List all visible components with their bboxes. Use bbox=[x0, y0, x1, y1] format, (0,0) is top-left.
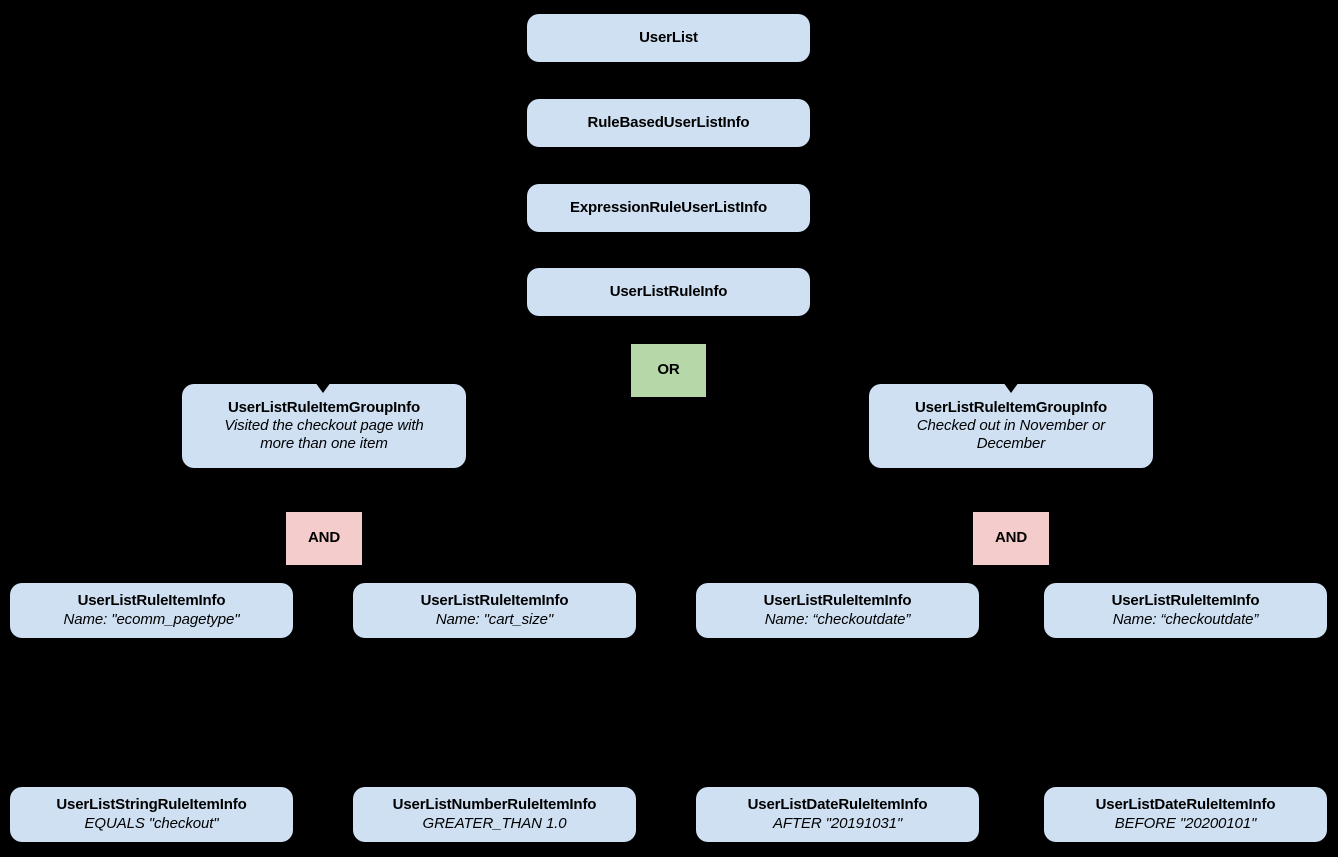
node-rule-based-user-list-info-title: RuleBasedUserListInfo bbox=[587, 113, 750, 131]
node-rule-item-2-sub: Name: "cart_size" bbox=[435, 610, 554, 628]
node-leaf-date-rule-after-title: UserListDateRuleItemInfo bbox=[747, 796, 928, 814]
edge-expression-to-userlistruleinfo bbox=[667, 232, 670, 276]
node-rule-item-3-sub: Name: “checkoutdate” bbox=[764, 610, 911, 628]
node-or-operator-label: OR bbox=[657, 361, 680, 379]
node-user-list-rule-info-title: UserListRuleInfo bbox=[609, 282, 728, 300]
node-leaf-string-rule-title: UserListStringRuleItemInfo bbox=[56, 796, 247, 814]
node-leaf-string-rule-sub: EQUALS "checkout" bbox=[84, 814, 219, 832]
edge-andleft-to-item1 bbox=[150, 564, 153, 583]
edge-item4-to-leaf4 bbox=[1184, 638, 1187, 787]
node-rule-based-user-list-info[interactable]: RuleBasedUserListInfo bbox=[527, 99, 810, 147]
edge-userlist-to-rulebased bbox=[667, 62, 670, 107]
edge-item3-to-leaf3 bbox=[837, 638, 840, 787]
node-group-left-title: UserListRuleItemGroupInfo bbox=[227, 398, 421, 416]
node-user-list-rule-info[interactable]: UserListRuleInfo bbox=[527, 268, 810, 316]
node-expression-rule-user-list-info[interactable]: ExpressionRuleUserListInfo bbox=[527, 184, 810, 232]
node-rule-item-1[interactable]: UserListRuleItemInfo Name: "ecomm_pagety… bbox=[10, 583, 293, 638]
node-and-left[interactable]: AND bbox=[286, 512, 362, 565]
edge-groupleft-to-and bbox=[322, 468, 325, 513]
edge-rulebased-to-expression bbox=[667, 147, 670, 192]
node-leaf-date-rule-before[interactable]: UserListDateRuleItemInfo BEFORE "2020010… bbox=[1044, 787, 1327, 842]
edge-userlistruleinfo-to-or bbox=[667, 316, 670, 345]
node-group-right-sub-line1: Checked out in November or bbox=[916, 416, 1106, 434]
edge-andright-to-item3 bbox=[837, 564, 840, 583]
node-rule-item-4-sub: Name: “checkoutdate” bbox=[1112, 610, 1259, 628]
node-user-list-title: UserList bbox=[639, 28, 698, 46]
node-rule-item-3[interactable]: UserListRuleItemInfo Name: “checkoutdate… bbox=[696, 583, 979, 638]
node-leaf-date-rule-after[interactable]: UserListDateRuleItemInfo AFTER "20191031… bbox=[696, 787, 979, 842]
node-or-operator[interactable]: OR bbox=[631, 344, 706, 397]
node-rule-item-2-title: UserListRuleItemInfo bbox=[420, 592, 569, 610]
node-rule-item-4[interactable]: UserListRuleItemInfo Name: “checkoutdate… bbox=[1044, 583, 1327, 638]
node-rule-item-4-title: UserListRuleItemInfo bbox=[1111, 592, 1260, 610]
node-leaf-date-rule-before-sub: BEFORE "20200101" bbox=[1114, 814, 1257, 832]
node-leaf-number-rule-sub: GREATER_THAN 1.0 bbox=[422, 814, 567, 832]
node-leaf-date-rule-after-sub: AFTER "20191031" bbox=[772, 814, 903, 832]
node-group-left[interactable]: UserListRuleItemGroupInfo Visited the ch… bbox=[182, 384, 466, 468]
node-and-right[interactable]: AND bbox=[973, 512, 1049, 565]
edge-andright-to-item4 bbox=[1184, 564, 1187, 583]
node-rule-item-1-title: UserListRuleItemInfo bbox=[77, 592, 226, 610]
edge-groupright-to-and bbox=[1010, 468, 1013, 513]
node-group-right[interactable]: UserListRuleItemGroupInfo Checked out in… bbox=[869, 384, 1153, 468]
node-expression-rule-user-list-info-title: ExpressionRuleUserListInfo bbox=[570, 198, 767, 216]
node-rule-item-2[interactable]: UserListRuleItemInfo Name: "cart_size" bbox=[353, 583, 636, 638]
edge-item2-to-leaf2 bbox=[494, 638, 497, 787]
node-group-left-sub-line2: more than one item bbox=[260, 435, 388, 453]
node-leaf-date-rule-before-title: UserListDateRuleItemInfo bbox=[1095, 796, 1276, 814]
node-rule-item-1-sub: Name: "ecomm_pagetype" bbox=[63, 610, 240, 628]
arrowhead-groupright bbox=[1003, 382, 1019, 393]
node-leaf-number-rule-title: UserListNumberRuleItemInfo bbox=[392, 796, 597, 814]
node-and-left-label: AND bbox=[307, 529, 341, 547]
node-leaf-number-rule[interactable]: UserListNumberRuleItemInfo GREATER_THAN … bbox=[353, 787, 636, 842]
node-group-right-sub-line2: December bbox=[976, 435, 1046, 453]
node-rule-item-3-title: UserListRuleItemInfo bbox=[763, 592, 912, 610]
arrowhead-groupleft bbox=[315, 382, 331, 393]
edge-andleft-to-item2 bbox=[494, 564, 497, 583]
edge-item1-to-leaf1 bbox=[150, 638, 153, 787]
node-user-list[interactable]: UserList bbox=[527, 14, 810, 62]
node-group-right-title: UserListRuleItemGroupInfo bbox=[914, 398, 1108, 416]
node-and-right-label: AND bbox=[994, 529, 1028, 547]
node-leaf-string-rule[interactable]: UserListStringRuleItemInfo EQUALS "check… bbox=[10, 787, 293, 842]
node-group-left-sub-line1: Visited the checkout page with bbox=[224, 416, 424, 434]
edge-or-to-groupleft-vertical bbox=[667, 396, 670, 399]
edge-andright-branch-horizontal bbox=[837, 564, 1185, 567]
